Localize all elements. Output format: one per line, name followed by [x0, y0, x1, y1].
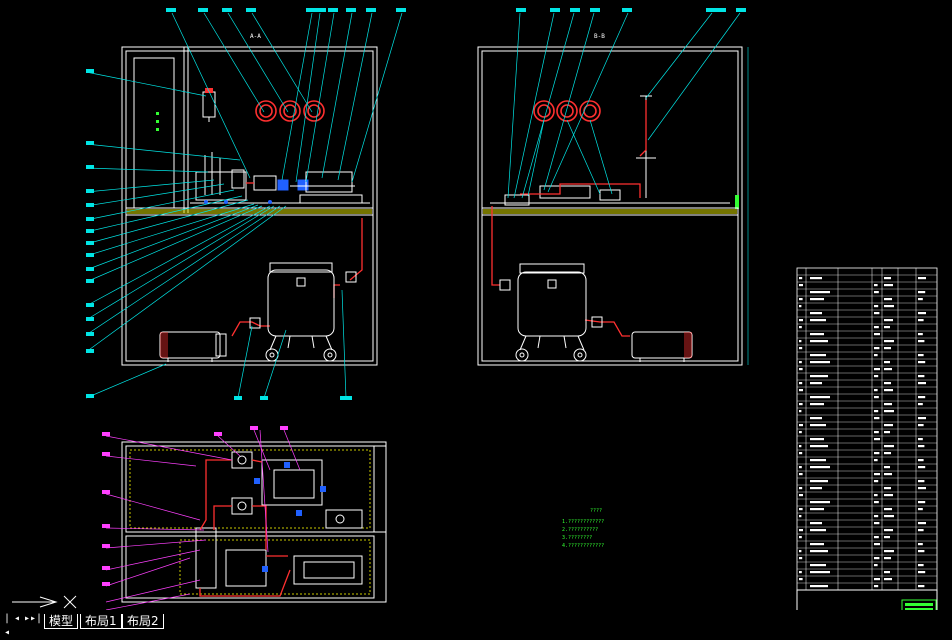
tab-nav-first-icon[interactable]: |◂ — [3, 613, 11, 638]
leader-lines-b — [507, 12, 741, 199]
gauge-set-a — [255, 100, 325, 122]
tech-note-3: 3.???????? — [562, 535, 592, 541]
air-tank-a — [265, 262, 337, 362]
leader-balloons-b — [516, 8, 746, 12]
valve-manifold-a — [190, 152, 370, 204]
tech-notes-title: ???? — [590, 508, 602, 514]
plan-hatch-border — [129, 449, 371, 595]
tab-nav-last-icon[interactable]: ▸| — [30, 613, 43, 624]
layout-tab-bar: |◂ ◂ ▸ ▸| 模型 布局1 布局2 — [0, 610, 952, 638]
gauge-set-b — [533, 100, 601, 122]
shelf-b — [481, 207, 739, 216]
fittings-a — [249, 271, 357, 329]
view-a-label: A-A — [250, 33, 261, 40]
parts-list-table — [796, 267, 938, 591]
leader-lines-a — [85, 12, 403, 399]
filter-unit-a — [202, 88, 216, 122]
dimension-mark-b — [735, 195, 739, 209]
tech-note-4: 4.???????????? — [562, 543, 604, 549]
view-b-label: B-B — [594, 33, 605, 40]
plan-components — [195, 451, 363, 589]
valve-assembly-b — [490, 95, 730, 206]
tech-note-1: 1.???????????? — [562, 519, 604, 525]
pipe-b — [491, 100, 647, 337]
tab-layout1[interactable]: 布局1 — [80, 614, 122, 629]
plan-pipes — [199, 459, 291, 597]
air-tank-b — [515, 263, 587, 362]
ucs-axis-icon — [12, 595, 77, 609]
plan-view-frame — [121, 441, 387, 603]
technical-notes: ???? 1.???????????? 2.?????????? 3.?????… — [562, 508, 604, 549]
plan-leader-lines — [105, 429, 301, 611]
view-a-frame — [121, 46, 378, 366]
tab-model[interactable]: 模型 — [44, 614, 79, 629]
compressor-a — [159, 331, 227, 362]
fittings-b — [499, 279, 603, 328]
tab-nav-prev-icon[interactable]: ◂ — [13, 613, 21, 624]
panel-text-marks — [156, 112, 159, 131]
tab-layout2[interactable]: 布局2 — [122, 614, 164, 629]
leader-balloons-a — [86, 8, 406, 400]
plan-fittings — [254, 462, 326, 572]
tech-note-2: 2.?????????? — [562, 527, 598, 533]
compressor-b — [631, 331, 693, 362]
plan-balloons — [102, 426, 288, 586]
tab-nav-next-icon[interactable]: ▸ — [23, 613, 31, 624]
pipe-a — [231, 182, 363, 337]
